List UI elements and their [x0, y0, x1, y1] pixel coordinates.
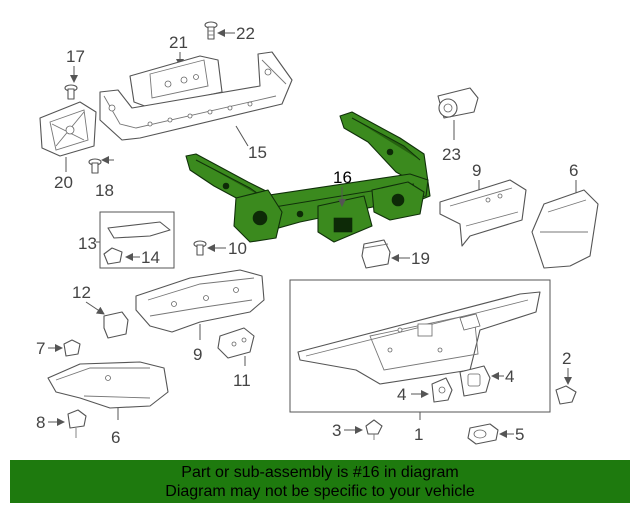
- parts-diagram: 22 21 15 17 20 18: [36, 21, 599, 447]
- callout-6b[interactable]: 6: [111, 428, 120, 447]
- callout-18[interactable]: 18: [95, 181, 114, 200]
- callout-19[interactable]: 19: [411, 249, 430, 268]
- callout-9b[interactable]: 9: [193, 345, 202, 364]
- callout-11[interactable]: 11: [233, 371, 251, 390]
- part-8-clip[interactable]: [67, 409, 87, 438]
- part-16-hitch-assembly[interactable]: [185, 111, 431, 243]
- part-7-clip[interactable]: [63, 339, 81, 357]
- info-banner: Part or sub-assembly is #16 in diagram D…: [10, 460, 630, 503]
- callout-13[interactable]: 13: [78, 234, 97, 253]
- banner-line-1: Part or sub-assembly is #16 in diagram: [181, 464, 459, 481]
- part-6-upper-cover[interactable]: [531, 189, 599, 269]
- part-17-bolt[interactable]: [64, 84, 78, 100]
- part-12-clip[interactable]: [103, 311, 129, 339]
- callout-5[interactable]: 5: [515, 425, 524, 444]
- part-21-bracket[interactable]: [129, 55, 223, 109]
- part-20-bracket[interactable]: [39, 101, 97, 157]
- callout-4b[interactable]: 4: [505, 367, 514, 386]
- part-23-sensor[interactable]: [437, 87, 479, 119]
- callout-22[interactable]: 22: [236, 24, 255, 43]
- banner-line-2: Diagram may not be specific to your vehi…: [165, 483, 475, 500]
- part-22-bolt[interactable]: [204, 21, 218, 40]
- callout-10[interactable]: 10: [228, 239, 247, 258]
- callout-6a[interactable]: 6: [569, 161, 578, 180]
- callout-8[interactable]: 8: [36, 413, 45, 432]
- part-5-grommet[interactable]: [467, 423, 499, 445]
- callout-3[interactable]: 3: [332, 421, 341, 440]
- callout-9a[interactable]: 9: [472, 161, 481, 180]
- callout-7[interactable]: 7: [36, 339, 45, 358]
- callout-17[interactable]: 17: [66, 47, 85, 66]
- callout-23[interactable]: 23: [442, 145, 461, 164]
- part-6-lower-cap[interactable]: [47, 361, 169, 409]
- part-11-bracket[interactable]: [217, 327, 255, 359]
- part-13-shield[interactable]: [107, 221, 171, 239]
- part-10-bolt[interactable]: [193, 240, 207, 256]
- callout-15[interactable]: 15: [248, 143, 267, 162]
- callout-14[interactable]: 14: [141, 248, 160, 267]
- callout-2[interactable]: 2: [562, 349, 571, 368]
- part-1-step-pad[interactable]: [297, 291, 541, 385]
- callout-4a[interactable]: 4: [397, 385, 406, 404]
- part-9-lower-bracket[interactable]: [135, 269, 265, 333]
- part-9-upper-bracket[interactable]: [439, 179, 527, 247]
- callout-12[interactable]: 12: [72, 283, 91, 302]
- part-3-clip[interactable]: [365, 419, 383, 440]
- part-14-clip[interactable]: [103, 247, 123, 265]
- part-19-clip[interactable]: [361, 239, 391, 269]
- callout-16[interactable]: 16: [333, 168, 352, 187]
- callout-1[interactable]: 1: [414, 425, 423, 444]
- part-4-retainer-right[interactable]: [459, 365, 491, 397]
- callout-21[interactable]: 21: [169, 33, 188, 52]
- callout-20[interactable]: 20: [54, 173, 73, 192]
- part-18-bolt[interactable]: [88, 158, 102, 174]
- part-13-box: [99, 211, 175, 269]
- part-15-crossmember[interactable]: [99, 51, 293, 141]
- part-4-retainer-left[interactable]: [431, 377, 453, 403]
- part-2-clip[interactable]: [555, 385, 577, 405]
